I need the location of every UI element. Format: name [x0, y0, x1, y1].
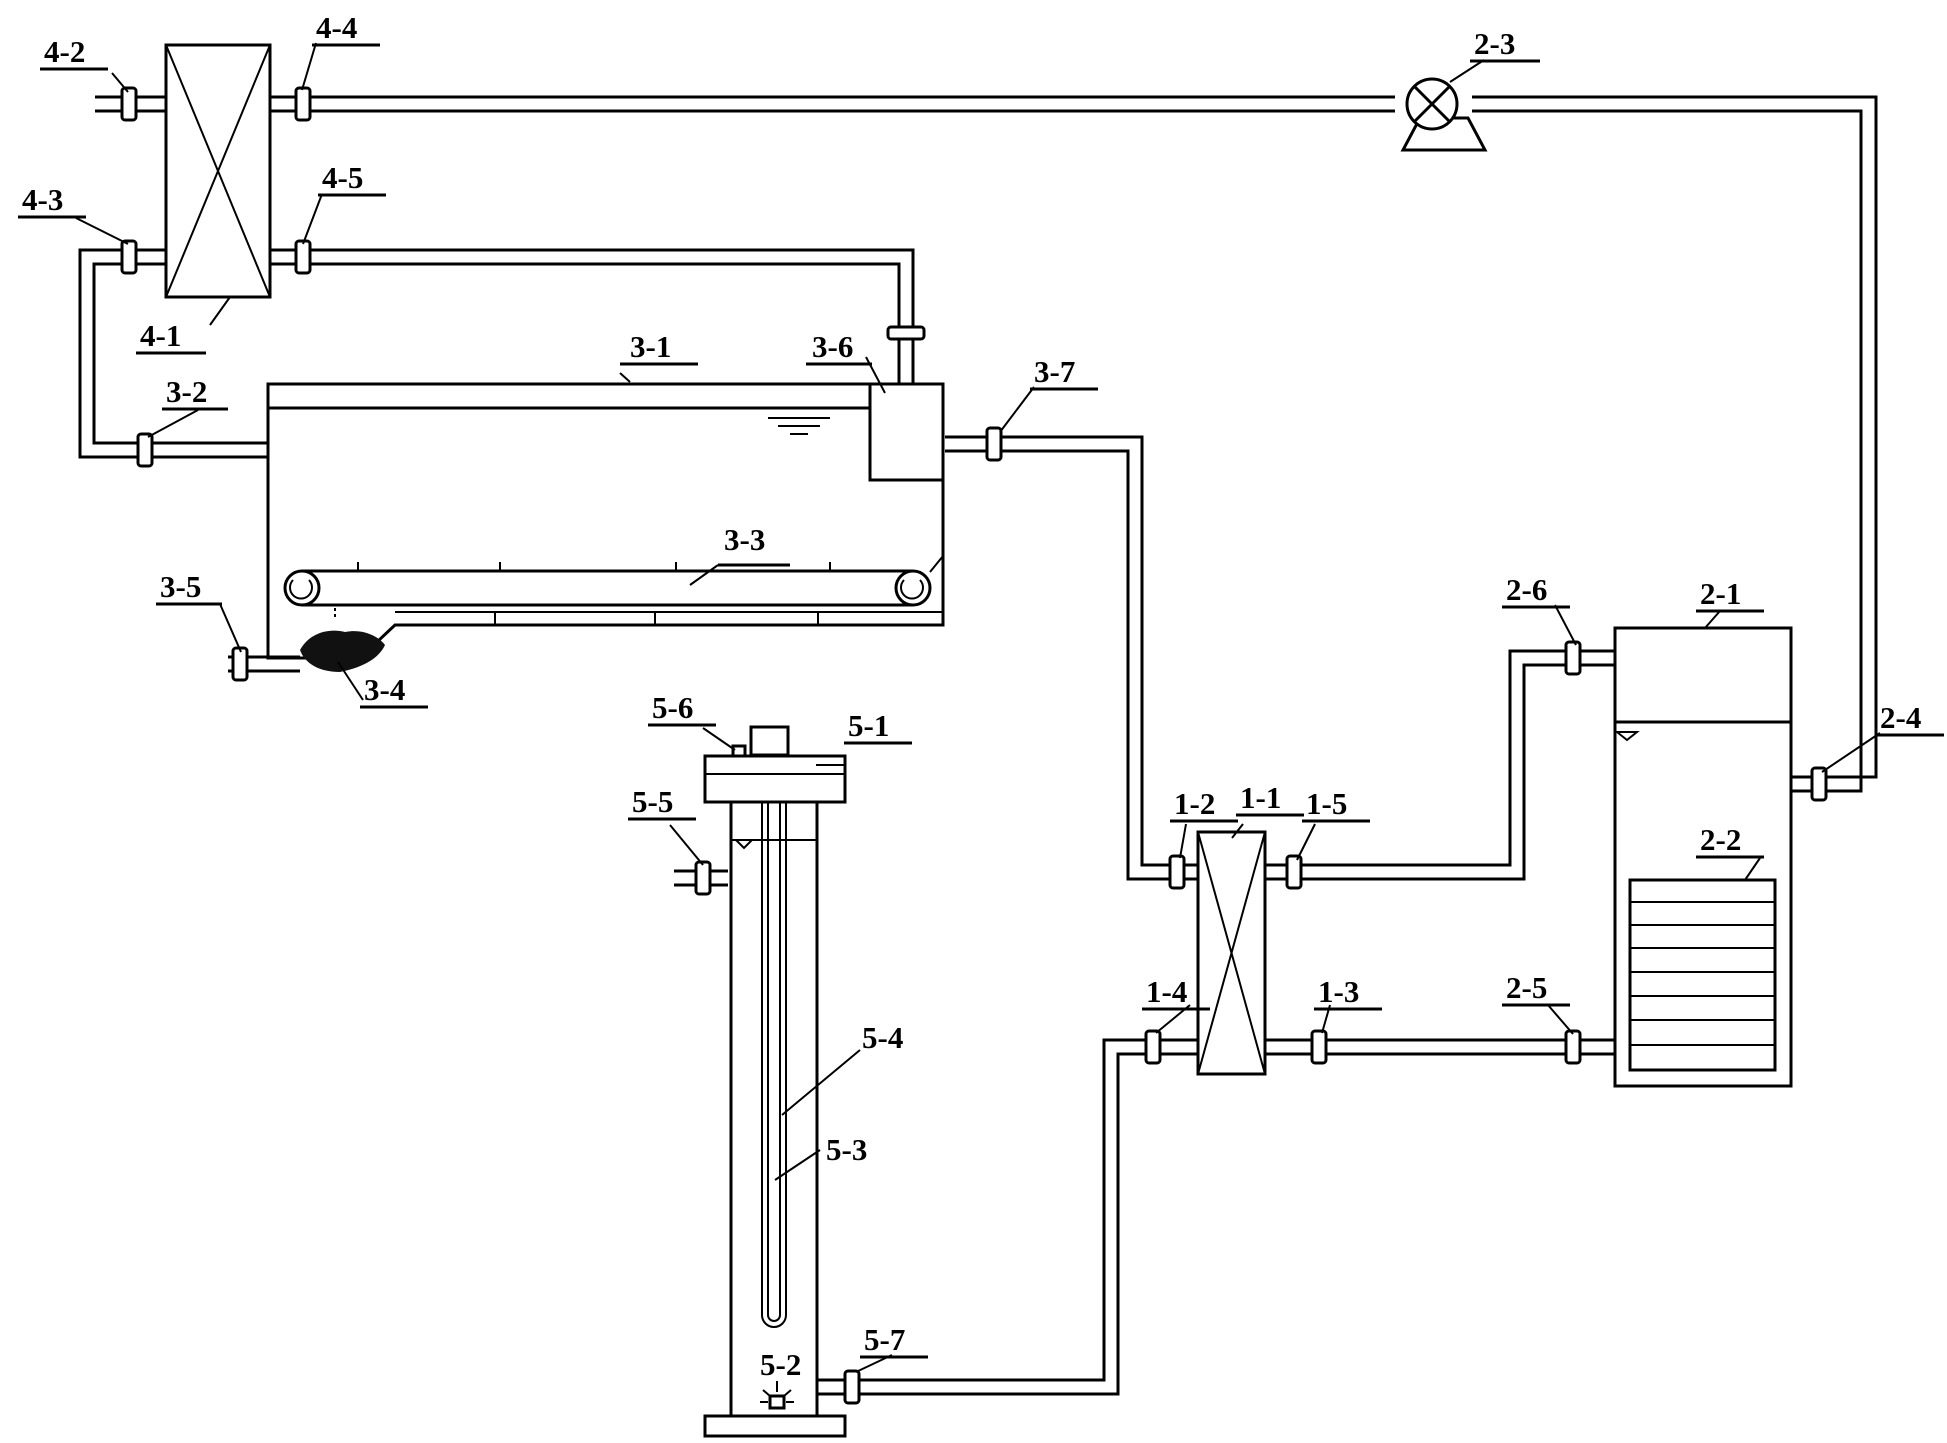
label-5-5: 5-5: [632, 784, 673, 819]
column-reactor-5-1: [703, 725, 847, 1438]
label-2-6: 2-6: [1506, 572, 1547, 607]
settling-tank-3-1: [266, 339, 945, 660]
fitting-1-5: [1285, 854, 1303, 890]
plate-stack-2-2: [1628, 878, 1777, 1072]
label-1-4: 1-4: [1146, 974, 1187, 1009]
fitting-5-7: [843, 1369, 861, 1405]
pipe-fittings: [120, 86, 1828, 1405]
pipe-1-5-to-2-6: [1265, 649, 1615, 881]
fitting-3-5: [231, 646, 249, 682]
fitting-4-2: [120, 86, 138, 122]
label-1-2: 1-2: [1174, 786, 1215, 821]
label-2-4: 2-4: [1880, 700, 1921, 735]
label-1-5: 1-5: [1306, 786, 1347, 821]
leader-lines: [75, 42, 1881, 1373]
fitting-3-7: [985, 426, 1003, 462]
label-5-6: 5-6: [652, 690, 693, 725]
heat-exchanger-4-1: [164, 43, 272, 299]
fitting-2-6: [1564, 640, 1582, 676]
label-3-3: 3-3: [724, 522, 765, 557]
label-2-2: 2-2: [1700, 822, 1741, 857]
label-3-4: 3-4: [364, 672, 405, 707]
label-4-2: 4-2: [44, 34, 85, 69]
label-5-4: 5-4: [862, 1020, 903, 1055]
fitting-3-6-inlet: [886, 325, 926, 341]
chamber-3-6: [868, 382, 945, 482]
pump-2-3: [1400, 77, 1488, 152]
label-3-2: 3-2: [166, 374, 207, 409]
pipelines: [78, 95, 1878, 1396]
label-3-1: 3-1: [630, 329, 671, 364]
fitting-4-5: [294, 239, 312, 275]
label-2-3: 2-3: [1474, 26, 1515, 61]
label-2-5: 2-5: [1506, 970, 1547, 1005]
label-3-6: 3-6: [812, 329, 853, 364]
port-5-6: [731, 744, 747, 758]
component-labels: 4-2 4-4 4-3 4-5 4-1 2-3 3-1 3-6 3-7 3-2 …: [18, 10, 1944, 1382]
label-4-3: 4-3: [22, 182, 63, 217]
label-4-4: 4-4: [316, 10, 357, 45]
label-4-5: 4-5: [322, 160, 363, 195]
fitting-1-3: [1310, 1029, 1328, 1065]
label-5-2: 5-2: [760, 1347, 801, 1382]
pipe-3-7-to-1-2: [945, 435, 1198, 881]
conveyor-belt-3-3: [283, 555, 944, 620]
label-5-7: 5-7: [864, 1322, 905, 1357]
fitting-1-2: [1168, 854, 1186, 890]
fitting-5-5: [694, 860, 712, 896]
fitting-2-5: [1564, 1029, 1582, 1065]
label-1-1: 1-1: [1240, 780, 1281, 815]
label-3-5: 3-5: [160, 569, 201, 604]
label-1-3: 1-3: [1318, 974, 1359, 1009]
sludge-pile-3-4: [300, 630, 385, 672]
heat-exchanger-1-1: [1196, 830, 1267, 1076]
fitting-4-3: [120, 239, 138, 275]
label-3-7: 3-7: [1034, 354, 1075, 389]
label-5-3: 5-3: [826, 1132, 867, 1167]
pipe-top: [270, 95, 1878, 793]
label-2-1: 2-1: [1700, 576, 1741, 611]
reactor-top-cap: [749, 725, 790, 757]
label-5-1: 5-1: [848, 708, 889, 743]
fitting-4-4: [294, 86, 312, 122]
fitting-2-4: [1810, 766, 1828, 802]
fitting-3-2: [136, 432, 154, 468]
label-4-1: 4-1: [140, 318, 181, 353]
fitting-1-4: [1144, 1029, 1162, 1065]
aerator-5-2: [760, 1381, 794, 1410]
